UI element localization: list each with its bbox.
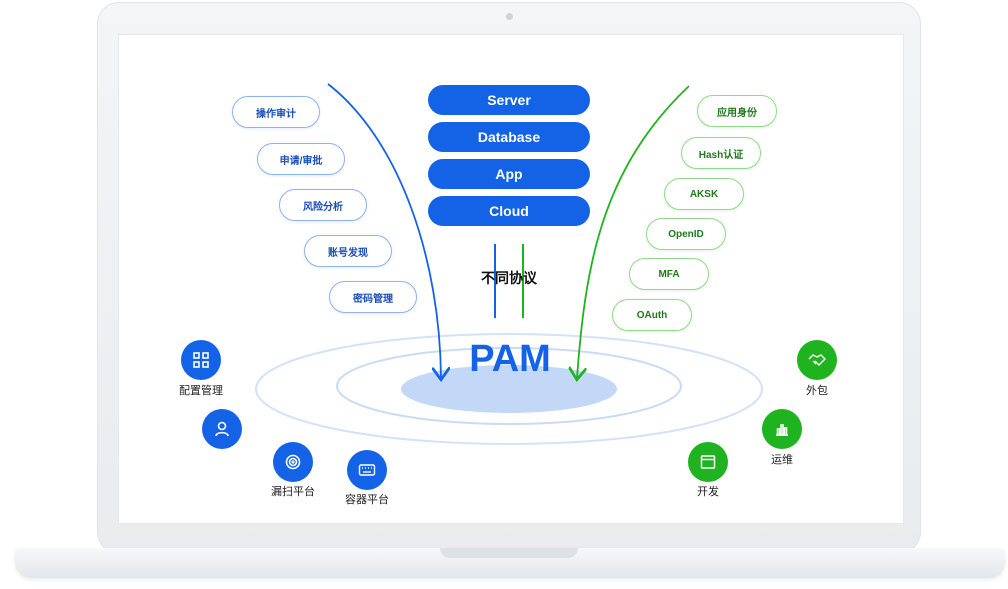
tag-password-management: 密码管理 [329, 281, 417, 313]
user-icon [202, 409, 242, 449]
label-container-platform: 容器平台 [345, 494, 389, 506]
cloud-pill: Cloud [428, 196, 590, 226]
tag-hash-auth: Hash认证 [681, 137, 761, 169]
keyboard-icon [347, 450, 387, 490]
handshake-icon [797, 340, 837, 380]
label-vuln-scan-platform: 漏扫平台 [271, 486, 315, 498]
tag-aksk: AKSK [664, 178, 744, 210]
label-config-management: 配置管理 [179, 385, 223, 397]
tag-risk-analysis: 风险分析 [279, 189, 367, 221]
tag-apply-approve: 申请/审批 [257, 143, 345, 175]
camera-dot [506, 13, 513, 20]
label-development: 开发 [697, 486, 719, 498]
scan-icon [273, 442, 313, 482]
outer-ring [255, 333, 763, 445]
bar-chart-icon [762, 409, 802, 449]
tag-operation-audit: 操作审计 [232, 96, 320, 128]
tag-mfa: MFA [629, 258, 709, 290]
label-outsourcing: 外包 [806, 385, 828, 397]
tag-app-identity: 应用身份 [697, 95, 777, 127]
grid-icon [181, 340, 221, 380]
laptop-base-notch [440, 548, 578, 558]
inner-ellipse [401, 365, 617, 413]
label-operations: 运维 [771, 454, 793, 466]
green-arrow-curve [577, 85, 690, 378]
pam-label: PAM [469, 338, 551, 380]
tag-oauth: OAuth [612, 299, 692, 331]
tag-account-discovery: 账号发现 [304, 235, 392, 267]
protocol-label: 不同协议 [481, 270, 537, 286]
tag-openid: OpenID [646, 218, 726, 250]
app-pill: App [428, 159, 590, 189]
server-pill: Server [428, 85, 590, 115]
middle-ring [336, 347, 682, 425]
blue-arrow-curve [327, 83, 441, 378]
database-pill: Database [428, 122, 590, 152]
window-icon [688, 442, 728, 482]
